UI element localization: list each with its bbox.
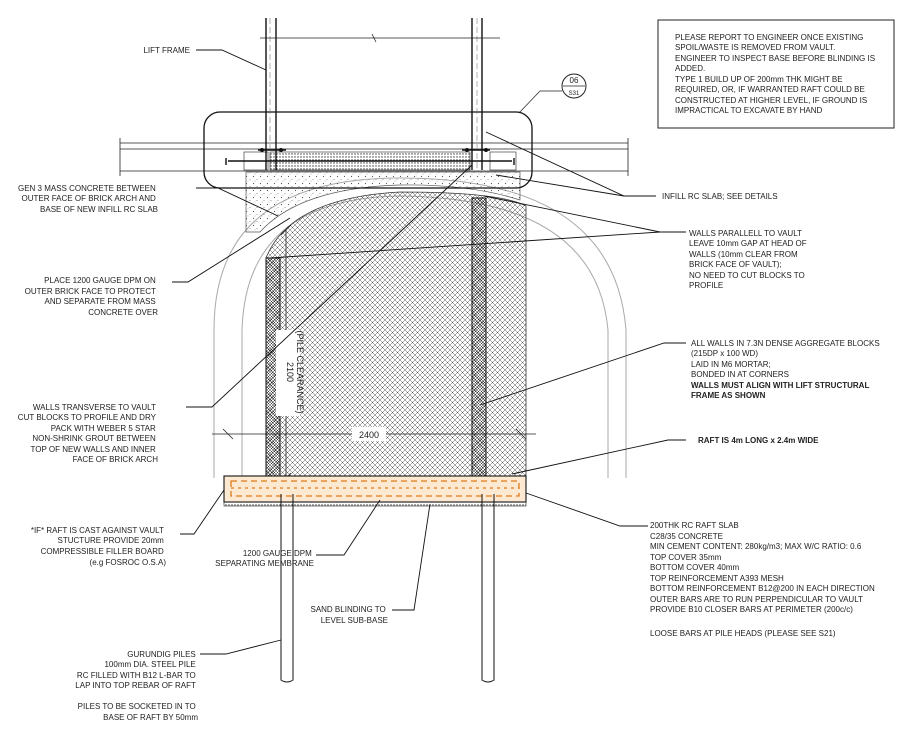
detail-reference-bubble: 06 S31 (518, 73, 587, 114)
pile-clearance-dimension: 2100 (PILE CLEARANCE) (276, 224, 305, 484)
mass-concrete-fill (245, 171, 521, 233)
notes-box: PLEASE REPORT TO ENGINEER ONCE EXISTING … (657, 19, 895, 129)
infill-rc-slab (119, 138, 629, 176)
label-all-walls: ALL WALLS IN 7.3N DENSE AGGREGATE BLOCKS… (691, 339, 882, 379)
label-walls-transverse: WALLS TRANSVERSE TO VAULT CUT BLOCKS TO … (18, 403, 158, 464)
leader-lines (172, 49, 686, 655)
label-walls-must-align: WALLS MUST ALIGN WITH LIFT STRUCTURAL FR… (691, 381, 871, 400)
notes-text: PLEASE REPORT TO ENGINEER ONCE EXISTING … (675, 33, 877, 115)
label-walls-parallel: WALLS PARALLELL TO VAULT LEAVE 10mm GAP … (689, 229, 809, 290)
label-piles: GURUNDIG PILES 100mm DIA. STEEL PILE RC … (75, 650, 198, 722)
label-dpm-outer-face: PLACE 1200 GAUGE DPM ON OUTER BRICK FACE… (25, 276, 159, 317)
height-dimension-value: 2100 (285, 362, 295, 382)
height-dimension-note: (PILE CLEARANCE) (295, 330, 305, 413)
steel-piles (280, 494, 495, 683)
label-raft-size: RAFT IS 4m LONG x 2.4m WIDE (698, 436, 819, 445)
label-dpm-separating: 1200 GAUGE DPM SEPARATING MEMBRANE (215, 549, 314, 568)
lift-frame-posts (258, 18, 500, 170)
label-if-raft-filler: *IF* RAFT IS CAST AGAINST VAULT STUCTURE… (31, 526, 166, 567)
lift-frame-outline (203, 111, 533, 189)
label-gen3-mass-concrete: GEN 3 MASS CONCRETE BETWEEN OUTER FACE O… (18, 184, 158, 214)
rc-raft-slab (223, 475, 527, 507)
label-raft-slab-spec: 200THK RC RAFT SLAB C28/35 CONCRETE MIN … (650, 521, 877, 638)
label-lift-frame: LIFT FRAME (143, 46, 190, 55)
detail-sheet: S31 (569, 91, 580, 97)
width-dimension: 2400 (212, 427, 536, 441)
width-dimension-value: 2400 (359, 430, 379, 440)
detail-number: 06 (570, 76, 579, 85)
label-sand-blinding: SAND BLINDING TO LEVEL SUB-BASE (310, 605, 388, 625)
label-infill-rc-slab: INFILL RC SLAB; SEE DETAILS (662, 192, 778, 201)
